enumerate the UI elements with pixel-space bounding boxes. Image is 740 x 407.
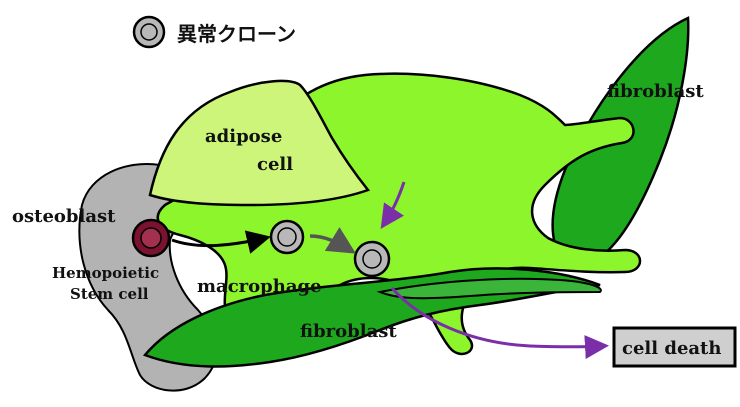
osteoblast-label: osteoblast [12, 206, 116, 227]
legend-label: 異常クローン [177, 22, 296, 46]
abnormal-clone-cell-icon [134, 17, 164, 47]
cell-death-box: cell death [614, 328, 735, 366]
adipose-label-line1: adipose [205, 126, 282, 147]
clone-cell-1 [271, 221, 303, 253]
stem-cell-label-line1: Hemopoietic [52, 264, 159, 282]
macrophage-label: macrophage [197, 276, 322, 297]
hemopoietic-stem-cell [133, 220, 169, 256]
legend: 異常クローン [134, 17, 296, 47]
cell-death-label: cell death [622, 338, 721, 359]
clone-cell-2 [355, 242, 389, 276]
fibroblast-top-right-label: fibroblast [607, 81, 704, 102]
stem-cell-label-line2: Stem cell [70, 285, 149, 303]
adipose-label-line2: cell [257, 154, 293, 175]
fibroblast-bottom-label: fibroblast [300, 321, 397, 342]
